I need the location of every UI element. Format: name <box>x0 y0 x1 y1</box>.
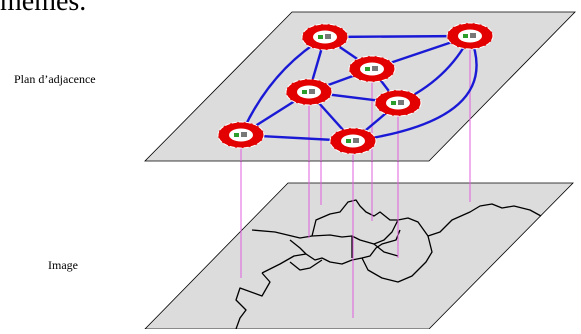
heading-fragment: mêmes. <box>0 0 87 17</box>
graph-node <box>446 22 494 50</box>
image-plane-label: Image <box>48 258 78 272</box>
graph-node <box>217 121 265 149</box>
region-boundaries <box>235 199 542 330</box>
graph-node <box>374 89 422 117</box>
graph-node <box>285 78 333 106</box>
graph-node <box>329 127 377 155</box>
adjacency-plane-label: Plan d’adjacence <box>14 72 96 86</box>
edge-n2-n7 <box>351 34 478 143</box>
graph-node <box>348 55 396 83</box>
graph-node <box>301 23 349 51</box>
edge-n1-n2 <box>323 34 472 39</box>
graph-nodes <box>217 22 494 155</box>
